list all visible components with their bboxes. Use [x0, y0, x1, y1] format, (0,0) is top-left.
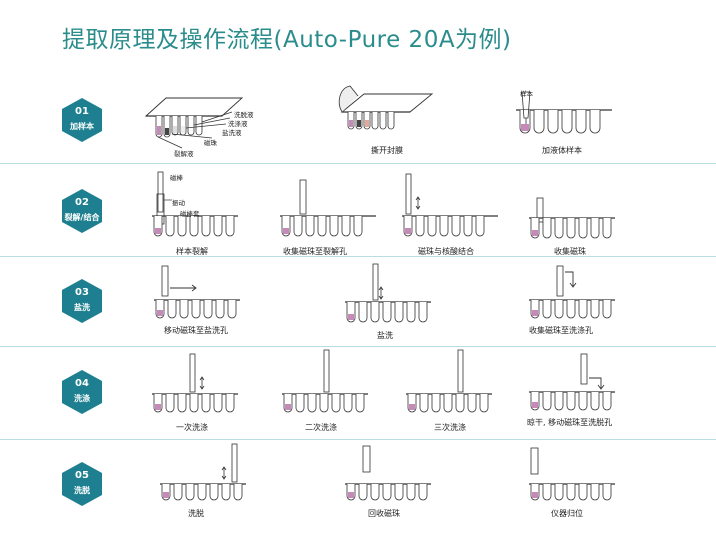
bead-binding-illustration — [400, 172, 500, 246]
caption-collect-beads-to-lysis-well: 收集磁珠至裂解孔 — [283, 247, 347, 256]
instrument-reset-illustration — [527, 446, 617, 506]
caption-dry-move-to-elution: 晾干, 移动磁珠至洗脱孔 — [527, 418, 613, 427]
row-divider — [0, 163, 716, 164]
step-badge-01: 01 加样本 — [59, 97, 105, 143]
step-title: 裂解/结合 — [64, 213, 100, 222]
label-elution-buffer: 洗脱液 — [234, 111, 254, 119]
collect-to-wash-illustration — [527, 264, 617, 324]
step-number: 04 — [75, 378, 89, 389]
add-sample-illustration — [514, 88, 614, 144]
caption-elution: 洗脱 — [188, 509, 204, 518]
step-badge-05: 05 洗脱 — [59, 461, 105, 507]
caption-collect-beads-to-wash-well: 收集磁珠至洗涤孔 — [529, 326, 593, 335]
label-lysis-buffer: 裂解液 — [174, 150, 194, 158]
caption-move-beads-to-salt-wash: 移动磁珠至盐洗孔 — [164, 326, 228, 335]
recover-beads-illustration — [343, 444, 433, 506]
label-vibration: 振动 — [172, 199, 185, 207]
step-badge-04: 04 洗涤 — [59, 369, 105, 415]
caption-first-wash: 一次洗涤 — [176, 423, 208, 432]
step-title: 盐洗 — [74, 303, 90, 312]
label-magnetic-beads: 磁珠 — [204, 139, 217, 147]
move-to-salt-wash-illustration — [152, 264, 242, 324]
peel-seal-illustration — [336, 82, 436, 142]
row-divider — [0, 256, 716, 257]
third-wash-illustration — [404, 348, 494, 420]
step-number: 05 — [75, 470, 89, 481]
caption-add-liquid-sample: 加液体样本 — [542, 146, 582, 155]
caption-instrument-reset: 仪器归位 — [551, 509, 583, 518]
dry-move-to-elution-illustration — [527, 352, 617, 416]
step-title: 加样本 — [70, 122, 94, 131]
collect-beads-illustration — [527, 196, 617, 246]
collect-beads-to-lysis-illustration — [278, 178, 378, 246]
caption-sample-lysis: 样本裂解 — [176, 247, 208, 256]
label-sample: 样本 — [520, 90, 533, 98]
label-wash-buffer: 洗涤液 — [228, 120, 248, 128]
step-number: 02 — [75, 197, 89, 208]
step-title: 洗脱 — [74, 486, 90, 495]
caption-recover-beads: 回收磁珠 — [368, 509, 400, 518]
cartridge-illustration — [142, 92, 252, 152]
step-title: 洗涤 — [74, 394, 90, 403]
caption-second-wash: 二次洗涤 — [305, 423, 337, 432]
caption-salt-wash: 盐洗 — [377, 331, 393, 340]
step-number: 03 — [75, 287, 89, 298]
caption-bead-nucleic-acid-binding: 磁珠与核酸结合 — [418, 247, 474, 256]
step-badge-02: 02 裂解/结合 — [59, 188, 105, 234]
lysis-illustration — [150, 170, 240, 246]
elution-illustration — [158, 442, 248, 506]
label-salt-wash-buffer: 盐洗液 — [222, 129, 242, 137]
caption-collect-beads: 收集磁珠 — [554, 247, 586, 256]
salt-wash-illustration — [343, 262, 433, 330]
step-badge-03: 03 盐洗 — [59, 278, 105, 324]
label-magnetic-rod: 磁棒 — [170, 174, 183, 182]
second-wash-illustration — [280, 348, 370, 420]
page-title: 提取原理及操作流程(Auto-Pure 20A为例) — [62, 27, 512, 53]
row-divider — [0, 346, 716, 347]
row-divider — [0, 439, 716, 440]
label-rod-sleeve: 磁棒套 — [180, 210, 200, 218]
first-wash-illustration — [150, 352, 240, 420]
step-number: 01 — [75, 106, 89, 117]
caption-third-wash: 三次洗涤 — [434, 423, 466, 432]
caption-peel-seal: 撕开封膜 — [371, 146, 403, 155]
